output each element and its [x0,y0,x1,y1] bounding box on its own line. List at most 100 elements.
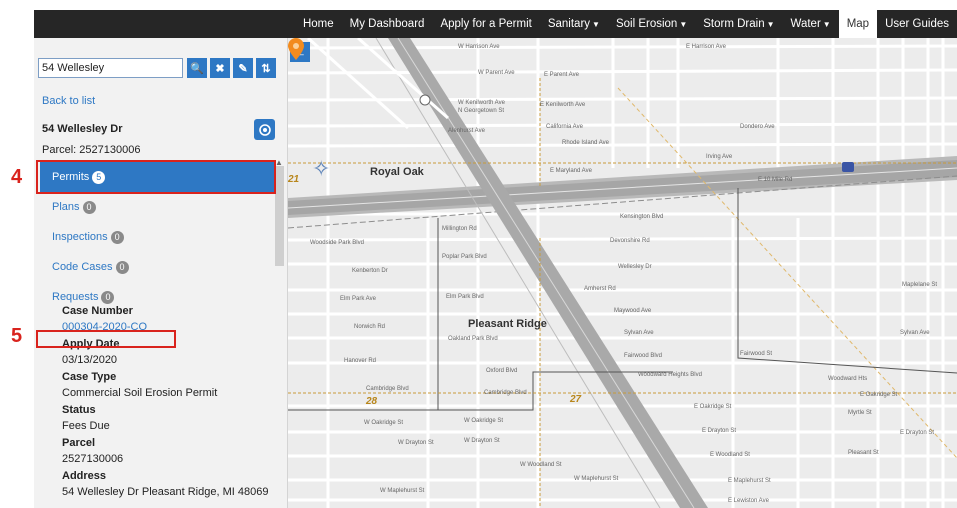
street-label: Millington Rd [442,226,477,232]
street-label: Woodside Park Blvd [310,240,364,246]
street-label: Elm Park Blvd [446,294,484,300]
street-label: W Woodland St [520,462,562,468]
interstate-shield-icon [842,162,854,172]
highlight-box-case-number [36,330,176,348]
sidebar-item-permits[interactable]: Permits 5 [40,162,276,192]
scroll-up-arrow-icon[interactable]: ▲ [275,158,283,167]
street-label: Devonshire Rd [610,238,650,244]
highway-label: E 10 Mile Rd [758,177,793,183]
sidebar-item-label: Code Cases [52,261,113,273]
street-label: Elm Park Ave [340,296,376,302]
count-badge: 5 [92,170,106,184]
street-label: Alenhurst Ave [448,128,485,134]
caret-down-icon: ▼ [822,20,831,29]
street-label: Kenberton Dr [352,268,388,274]
address-label: Address [62,470,107,482]
nav-apply-for-a-permit[interactable]: Apply for a Permit [432,10,539,38]
nav-label: Map [846,18,870,30]
street-label: Pleasant St [848,450,879,456]
street-label: E Woodland St [710,452,750,458]
sidebar-item-requests[interactable]: Requests 0 [34,282,282,312]
street-label: Rhode Island Ave [562,140,609,146]
nav-map[interactable]: Map [838,10,878,38]
highlight-box-permits [36,160,276,194]
clear-button[interactable]: ✖ [210,58,230,78]
compass-rose-icon: ✧ [312,156,331,181]
street-label: Wellesley Dr [618,264,652,270]
search-input[interactable] [38,58,183,78]
nav-label: Apply for a Permit [440,18,532,30]
parcel-label: Parcel [62,437,96,449]
street-label: Myrtle St [848,410,872,416]
top-navbar: Home My Dashboard Apply for a Permit Sanita… [34,10,957,38]
street-label: W Maplehurst St [574,476,619,482]
count-badge: 0 [82,200,96,214]
step-label-5: 5 [11,325,23,347]
street-label: Amherst Rd [584,286,616,292]
swap-icon: ⇅ [261,62,271,75]
search-button[interactable]: 🔍 [187,58,207,78]
street-label: W Oakridge St [464,418,504,424]
street-label: Kensington Blvd [620,214,664,220]
sidebar-item-code-cases[interactable]: Code Cases 0 [34,252,282,282]
edit-button[interactable]: ✎ [233,58,253,78]
sidebar-panel: 🔍 ✖ ✎ ⇅ Back to list 54 Wellesley Dr Par… [34,38,288,508]
nav-label: Home [302,18,334,30]
nav-label: My Dashboard [349,18,425,30]
nav-water[interactable]: Water▼ [783,10,839,38]
search-row: 🔍 ✖ ✎ ⇅ [38,58,276,78]
street-label: N Georgetown St [458,108,505,114]
section-number-28: 28 [366,396,378,407]
map-view[interactable]: ← ✧ Royal Oak Pleasant Ridge 21 28 27 W … [288,38,957,508]
street-label: E Oakridge St [860,392,898,398]
sidebar-item-inspections[interactable]: Inspections 0 [34,222,282,252]
street-label: Sylvan Ave [624,330,654,336]
parcel-line: Parcel: 2527130006 [42,144,141,156]
clear-icon: ✖ [215,62,225,75]
status-value: Fees Due [62,420,110,432]
street-label: Irving Ave [706,154,733,160]
sidebar-item-label: Inspections [52,231,108,243]
street-label: California Ave [546,124,583,130]
swap-button[interactable]: ⇅ [256,58,276,78]
sidebar-item-label: Requests [52,291,99,303]
section-number-21: 21 [288,174,300,185]
search-icon: 🔍 [190,62,204,75]
street-label: W Oakridge St [364,420,404,426]
count-badge: 0 [101,290,115,304]
status-label: Status [62,404,96,416]
sidebar-item-label: Permits [52,171,90,183]
street-label: E Drayton St [900,430,935,436]
nav-soil-erosion[interactable]: Soil Erosion▼ [608,10,695,38]
record-category-list: Permits 5 Plans 0 Inspections 0 Code Cas… [34,162,282,312]
street-label: Norwich Rd [354,324,386,330]
back-to-list-link[interactable]: Back to list [42,95,96,107]
step-label-4: 4 [11,166,23,188]
street-label: E Lewiston Ave [728,498,769,504]
street-label: E Drayton St [702,428,737,434]
count-badge: 0 [115,260,129,274]
street-label: W Kenilworth Ave [458,100,505,106]
apply-date-value: 03/13/2020 [62,354,118,366]
nav-storm-drain[interactable]: Storm Drain▼ [695,10,782,38]
street-label: E Kenilworth Ave [540,102,586,108]
street-label: Oxford Blvd [486,368,518,374]
street-label: Poplar Park Blvd [442,254,487,260]
sidebar-item-label: Plans [52,201,80,213]
sidebar-item-plans[interactable]: Plans 0 [34,192,282,222]
city-label-pleasant-ridge: Pleasant Ridge [468,318,547,330]
nav-label: User Guides [885,18,949,30]
nav-home[interactable]: Home [295,10,342,38]
nav-my-dashboard[interactable]: My Dashboard [342,10,433,38]
nav-sanitary[interactable]: Sanitary▼ [540,10,608,38]
locate-on-map-button[interactable] [254,119,275,140]
caret-down-icon: ▼ [679,20,688,29]
street-label: E Parent Ave [544,72,579,78]
sidebar-scrollbar[interactable] [275,166,284,266]
street-label: Oakland Park Blvd [448,336,498,342]
street-label: W Harrison Ave [458,44,500,50]
map-roads [288,38,957,508]
location-marker-icon[interactable] [288,38,304,60]
street-label: Dondero Ave [740,124,775,130]
nav-user-guides[interactable]: User Guides [877,10,957,38]
